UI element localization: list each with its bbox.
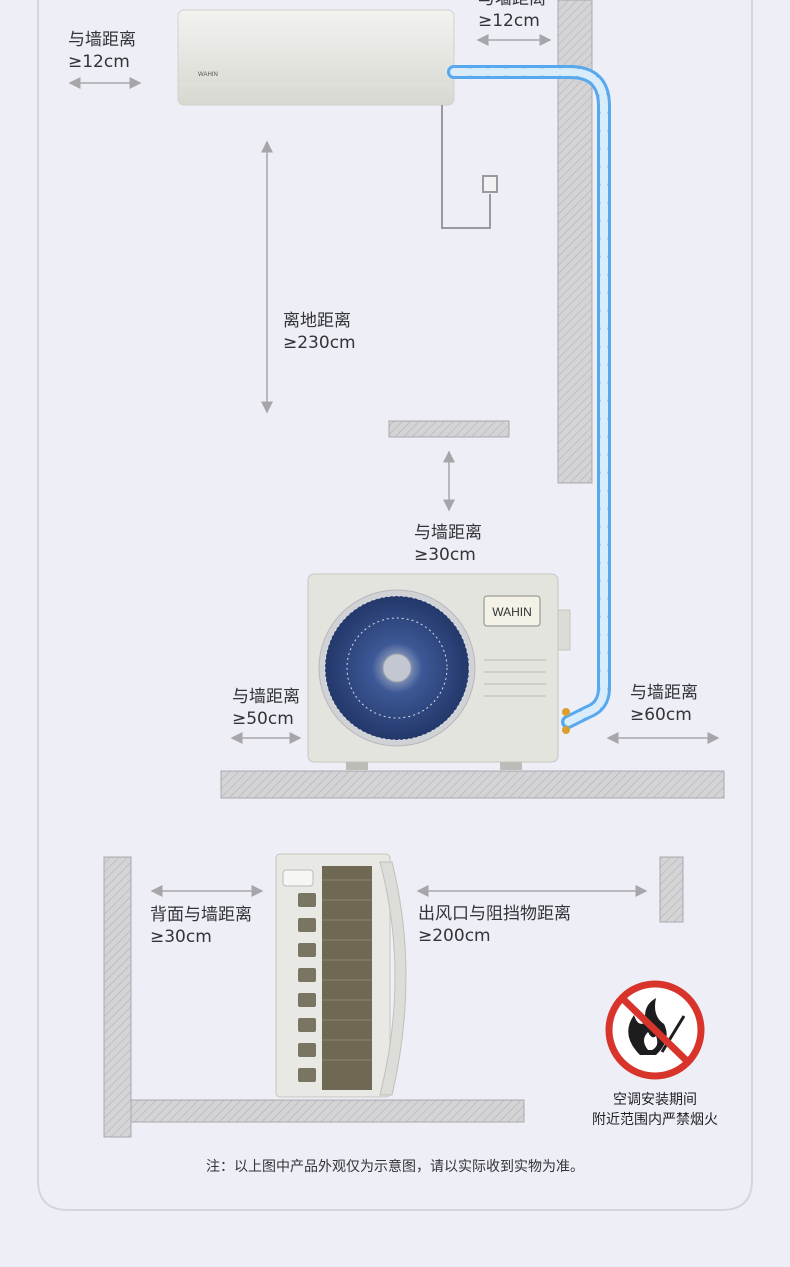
outdoor-logo: WAHIN — [492, 605, 532, 619]
dimension-arrows — [68, 34, 720, 897]
label-outdoor-left: 与墙距离≥50cm — [232, 687, 300, 729]
label-height: 离地距离≥230cm — [283, 311, 356, 353]
label-outlet: 出风口与阻挡物距离≥200cm — [418, 904, 571, 946]
ground-slab — [220, 770, 725, 799]
label-indoor-right: 与墙距离≥12cm — [478, 0, 546, 31]
outdoor-unit: WAHIN — [307, 573, 571, 770]
no-fire-icon — [605, 980, 705, 1080]
label-back: 背面与墙距离≥30cm — [150, 905, 252, 947]
indoor-unit: WAHIN — [177, 9, 455, 106]
refrigerant-pipe — [447, 65, 611, 729]
label-indoor-left: 与墙距离≥12cm — [68, 30, 136, 72]
upper-ledge — [388, 420, 510, 438]
label-outdoor-right: 与墙距离≥60cm — [630, 683, 698, 725]
back-wall — [103, 856, 132, 1138]
warning-text: 空调安装期间附近范围内严禁烟火 — [592, 1092, 718, 1128]
indoor-logo: WAHIN — [198, 72, 218, 78]
obstacle-wall — [659, 856, 684, 923]
card-border — [37, 0, 753, 1211]
outdoor-unit-side — [275, 853, 407, 1098]
drain-pipe — [441, 105, 498, 229]
lower-floor — [130, 1099, 525, 1123]
outdoor-logo-plate — [483, 595, 541, 627]
footnote: 注：以上图中产品外观仅为示意图，请以实际收到实物为准。 — [206, 1159, 584, 1175]
label-outdoor-top: 与墙距离≥30cm — [414, 523, 482, 565]
